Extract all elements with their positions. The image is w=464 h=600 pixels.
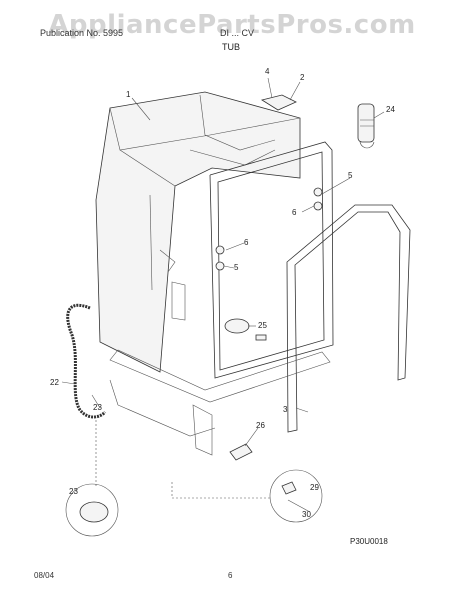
section-title: TUB [222,42,240,52]
callout-23-main: 23 [93,403,102,412]
detail-circle-23 [65,483,119,537]
callout-25: 25 [258,321,267,330]
callout-22: 22 [50,378,59,387]
callout-2: 2 [300,73,305,82]
callout-24: 24 [386,105,395,114]
leader-lines [61,77,385,447]
callout-6-upper: 6 [292,208,297,217]
callout-5-lower: 5 [234,263,239,272]
door-frame [209,141,334,379]
callout-26: 26 [256,421,265,430]
latch-part [229,443,253,461]
door-gasket [286,204,411,433]
callout-30: 30 [302,510,311,519]
watermark-text: AppliancePartsPros.com [48,10,416,40]
reference-lines [95,420,270,499]
callout-5-upper: 5 [348,171,353,180]
callout-3: 3 [283,405,288,414]
detail-circle-29-30 [269,469,323,523]
callout-6-lower: 6 [244,238,249,247]
header-publication: Publication No. 5995 [40,28,124,38]
base-rails [109,349,331,456]
fasteners [215,187,323,271]
drawing-reference-code: P30U0018 [350,537,388,546]
footer-page-number: 6 [228,571,233,580]
fill-cap [357,103,375,149]
callout-1: 1 [126,90,131,99]
top-bracket [260,94,297,111]
callout-23-detail: 23 [69,487,78,496]
drain-hose [66,303,107,419]
callout-4: 4 [265,67,270,76]
footer-date: 08/04 [34,571,55,580]
header-model: DI ... CV [220,28,255,38]
callout-29: 29 [310,483,319,492]
tub-body [95,91,301,373]
